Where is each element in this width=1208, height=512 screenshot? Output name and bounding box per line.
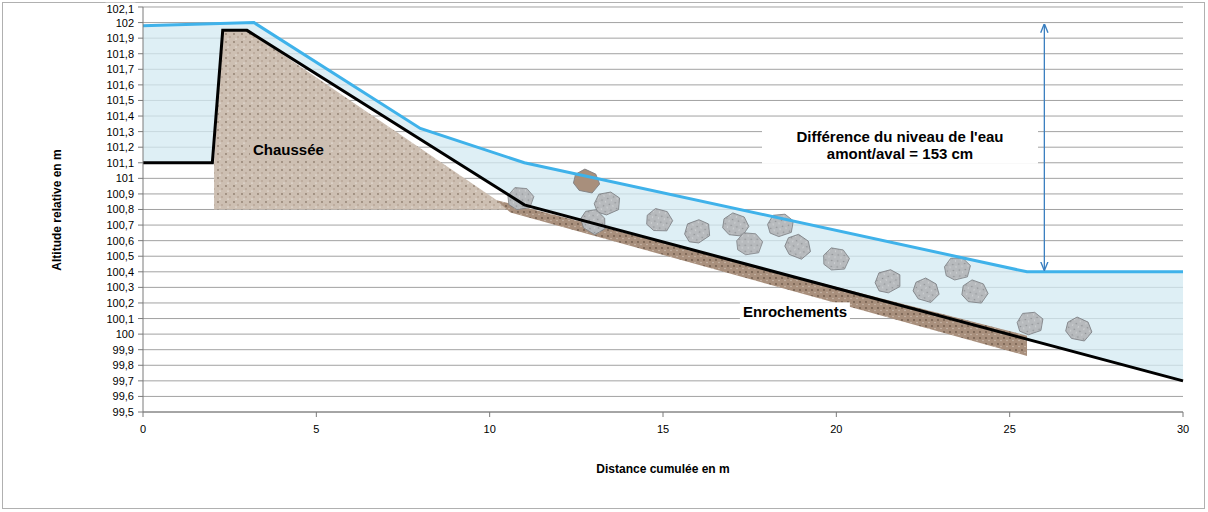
x-tick [316, 412, 317, 417]
y-tick-label: 99,5 [112, 406, 135, 419]
x-tick-label: 30 [1176, 423, 1190, 436]
y-tick-label: 101,6 [105, 79, 135, 92]
y-tick-label: 99,7 [112, 375, 135, 388]
y-tick-label: 99,9 [112, 343, 135, 356]
weir-body [214, 30, 510, 209]
y-tick [138, 302, 143, 303]
y-tick-label: 100,6 [105, 234, 135, 247]
y-tick-label: 101,4 [105, 110, 135, 123]
level-difference-arrow [1044, 25, 1045, 270]
y-tick [138, 84, 143, 85]
riprap-rocks [508, 167, 1095, 345]
gridlines [143, 7, 1183, 412]
y-tick-label: 100,2 [105, 297, 135, 310]
y-tick-label: 100,4 [105, 265, 135, 278]
y-tick-label: 102 [115, 16, 135, 29]
y-tick-label: 101,5 [105, 94, 135, 107]
riprap-label: Enrochements [740, 302, 850, 321]
x-tick [1183, 412, 1184, 417]
y-tick-label: 100,1 [105, 312, 135, 325]
y-tick [138, 131, 143, 132]
x-tick [143, 412, 144, 417]
y-tick [138, 69, 143, 70]
x-tick [836, 412, 837, 417]
y-tick-label: 100 [115, 328, 135, 341]
y-tick-label: 101,9 [105, 32, 135, 45]
y-tick-label: 101,8 [105, 47, 135, 60]
y-tick-label: 100,7 [105, 219, 135, 232]
x-tick [489, 412, 490, 417]
y-tick-label: 101,2 [105, 141, 135, 154]
y-tick-label: 102,1 [105, 3, 135, 16]
y-tick-label: 100,9 [105, 188, 135, 201]
x-tick-label: 25 [1003, 423, 1017, 436]
y-tick [138, 380, 143, 381]
y-tick [138, 271, 143, 272]
y-tick-label: 99,8 [112, 359, 135, 372]
y-tick [138, 349, 143, 350]
weir-label: Chaussée [250, 140, 327, 159]
y-tick [138, 53, 143, 54]
y-tick [138, 100, 143, 101]
y-tick [138, 318, 143, 319]
water-area [143, 23, 1183, 381]
x-tick-label: 10 [483, 423, 497, 436]
y-tick [138, 162, 143, 163]
water-surface-line [143, 23, 1183, 272]
y-tick-label: 101 [115, 172, 135, 185]
y-tick-label: 101,3 [105, 125, 135, 138]
bed-profile-line [143, 30, 1183, 380]
y-tick-label: 100,5 [105, 250, 135, 263]
y-tick [138, 287, 143, 288]
riprap-base [497, 200, 1027, 356]
y-tick [138, 396, 143, 397]
y-tick [138, 38, 143, 39]
x-tick-label: 5 [312, 423, 320, 436]
x-tick-label: 20 [829, 423, 843, 436]
x-tick-label: 15 [656, 423, 670, 436]
level-difference-label: Différence du niveau de l'eau amont/aval… [762, 127, 1038, 164]
y-tick [138, 193, 143, 194]
x-tick [1009, 412, 1010, 417]
y-tick [138, 178, 143, 179]
y-tick [138, 147, 143, 148]
chart-frame [3, 3, 1205, 509]
y-tick [138, 22, 143, 23]
y-tick [138, 334, 143, 335]
y-tick [138, 116, 143, 117]
y-tick-label: 100,3 [105, 281, 135, 294]
y-tick [138, 365, 143, 366]
y-tick [138, 256, 143, 257]
x-axis-title: Distance cumulée en m [594, 463, 731, 477]
y-tick-label: 100,8 [105, 203, 135, 216]
y-tick-label: 99,6 [112, 390, 135, 403]
x-tick [663, 412, 664, 417]
x-tick-label: 0 [139, 423, 147, 436]
y-tick [138, 6, 143, 7]
y-tick [138, 412, 143, 413]
y-tick [138, 209, 143, 210]
y-axis-title: Altitude relative en m [51, 147, 65, 272]
y-tick-label: 101,1 [105, 156, 135, 169]
y-tick [138, 225, 143, 226]
y-tick [138, 240, 143, 241]
y-tick-label: 101,7 [105, 63, 135, 76]
